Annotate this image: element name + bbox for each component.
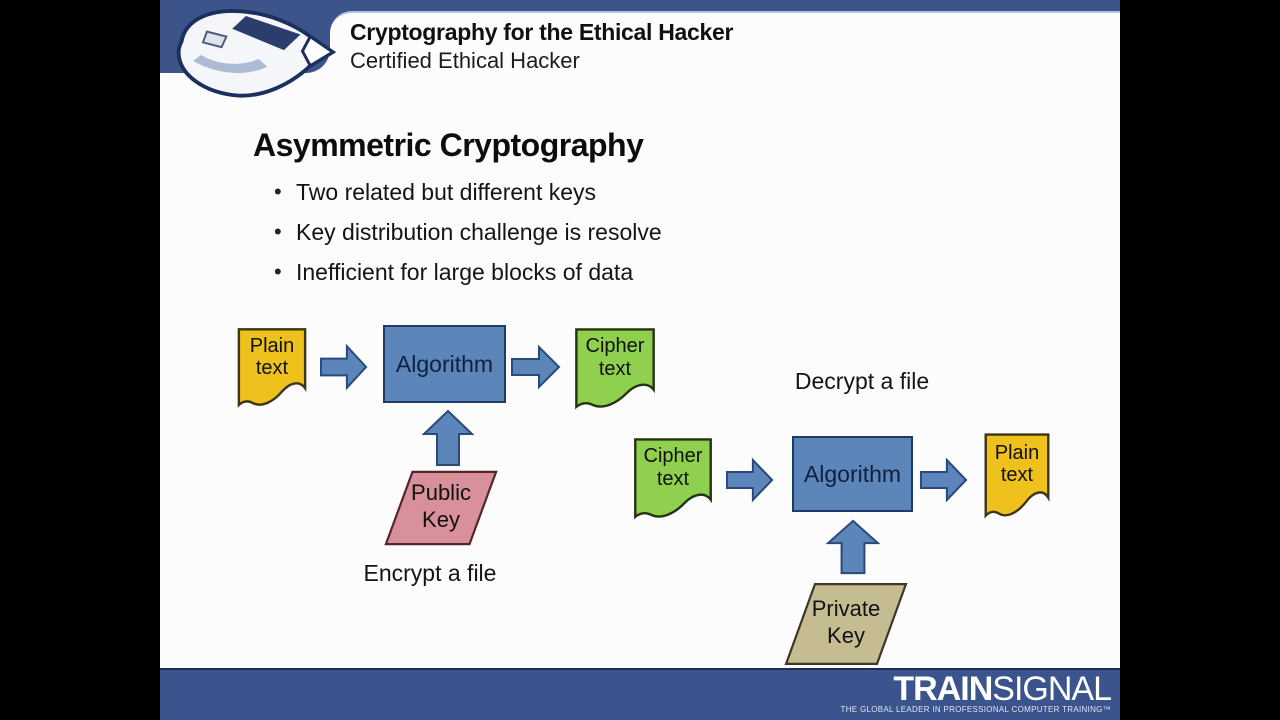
node-label: Cipher text <box>643 445 703 490</box>
algorithm-box-encrypt: Algorithm <box>383 325 506 403</box>
course-subtitle: Certified Ethical Hacker <box>350 47 580 73</box>
decrypt-caption: Decrypt a file <box>794 368 930 394</box>
arrow-right-icon <box>511 342 561 392</box>
node-label: Public Key <box>411 479 471 533</box>
private-key-shape: Private Key <box>784 582 908 666</box>
slide: Cryptography for the Ethical Hacker Cert… <box>160 0 1120 720</box>
brand-light: SIGNAL <box>992 670 1112 708</box>
document-shape-icon <box>573 326 657 412</box>
node-label: Algorithm <box>395 350 494 377</box>
public-key-shape: Public Key <box>384 470 498 546</box>
header-title-card <box>330 11 1120 131</box>
arrow-up-icon <box>422 409 474 467</box>
brand-tagline: THE GLOBAL LEADER IN PROFESSIONAL COMPUT… <box>840 705 1111 714</box>
ciphertext-document-encrypt: Cipher text <box>573 326 657 412</box>
bullet-item: Inefficient for large blocks of data <box>272 256 662 296</box>
node-label: Cipher text <box>585 335 645 380</box>
ciphertext-document-decrypt: Cipher text <box>632 436 714 522</box>
bullet-list: Two related but different keys Key distr… <box>272 176 662 296</box>
train-logo-icon <box>176 8 337 98</box>
arrow-up-icon <box>826 519 880 575</box>
brand-bold: TRAIN <box>893 670 993 708</box>
slide-heading: Asymmetric Cryptography <box>253 127 644 163</box>
header-top-strip <box>160 0 1120 11</box>
arrow-right-icon <box>726 455 774 505</box>
node-label: Plain text <box>249 334 295 380</box>
arrow-right-icon <box>920 455 968 505</box>
algorithm-box-decrypt: Algorithm <box>792 436 913 512</box>
document-shape-icon <box>983 431 1051 521</box>
bullet-item: Key distribution challenge is resolve <box>272 216 662 256</box>
footer-bar: TRAINSIGNAL THE GLOBAL LEADER IN PROFESS… <box>160 668 1120 720</box>
bullet-item: Two related but different keys <box>272 176 662 216</box>
node-label: Algorithm <box>803 460 902 487</box>
plaintext-document-decrypt: Plain text <box>983 431 1051 521</box>
course-title: Cryptography for the Ethical Hacker <box>350 19 734 45</box>
node-label: Private Key <box>811 595 881 649</box>
header-titles: Cryptography for the Ethical Hacker Cert… <box>350 18 733 75</box>
document-shape-icon <box>236 326 308 410</box>
plaintext-document-encrypt: Plain text <box>236 326 308 410</box>
encrypt-caption: Encrypt a file <box>363 560 497 586</box>
trainsignal-logo: TRAINSIGNAL THE GLOBAL LEADER IN PROFESS… <box>840 670 1112 714</box>
document-shape-icon <box>632 436 714 522</box>
arrow-right-icon <box>320 341 368 393</box>
parallelogram-icon <box>784 582 908 666</box>
node-label: Plain text <box>994 441 1040 487</box>
parallelogram-icon <box>384 470 498 546</box>
